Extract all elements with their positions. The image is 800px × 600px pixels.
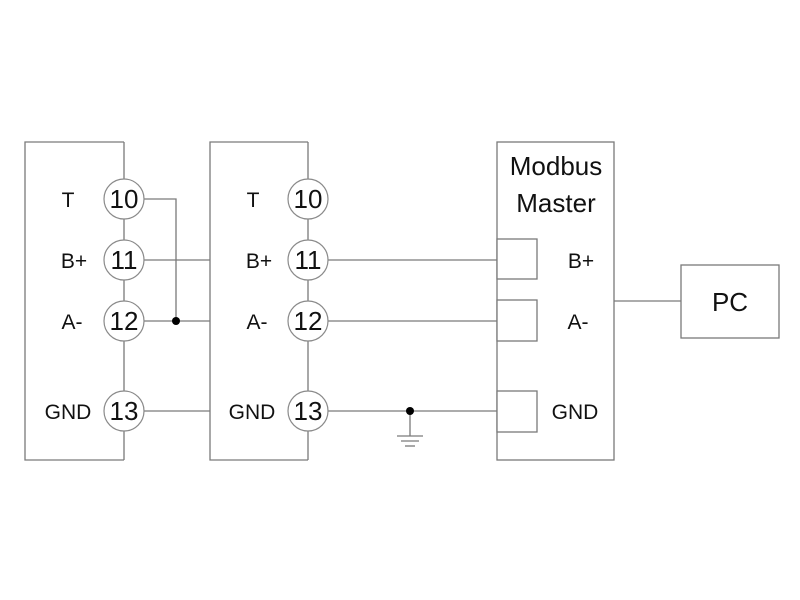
- terminal-circle: [287, 178, 329, 220]
- terminal-label: GND: [229, 401, 276, 424]
- termination-jumper-wire: [144, 198, 177, 321]
- terminal-circle: [103, 178, 145, 220]
- ground-icon: [397, 435, 423, 447]
- master-title-line-1: Modbus: [510, 151, 603, 181]
- wires: [144, 198, 681, 436]
- terminal-number: 11: [111, 245, 138, 275]
- junction-dot-ground: [406, 407, 414, 415]
- slave-2-terminals: 10 T 11 B+ 12 A- 13 GND: [229, 178, 329, 432]
- slave-1-outline: [24, 141, 124, 461]
- master-terminal-box: [496, 390, 538, 433]
- slave-1-terminals: 10 T 11 B+ 12 A- 13 GND: [45, 178, 145, 432]
- master-terminal-box: [496, 238, 538, 280]
- terminal-circle: [103, 300, 145, 342]
- terminal-label: A-: [247, 311, 268, 334]
- terminal-circle: [103, 390, 145, 432]
- terminal-number: 10: [110, 184, 139, 214]
- terminal-circle: [287, 239, 329, 281]
- terminal-label: T: [247, 189, 260, 212]
- pc-block: PC: [680, 264, 780, 339]
- terminal-number: 13: [294, 396, 323, 426]
- terminal-circle: [287, 300, 329, 342]
- terminal-number: 12: [110, 306, 139, 336]
- terminal-circle: [103, 239, 145, 281]
- terminal-label: T: [62, 189, 75, 212]
- terminal-label: A-: [62, 311, 83, 334]
- pc-outline: [680, 264, 780, 339]
- slave-2-outline: [209, 141, 308, 461]
- junction-dot-termination: [172, 317, 180, 325]
- terminal-number: 13: [110, 396, 139, 426]
- master-terminal-label: B+: [568, 250, 594, 273]
- terminal-number: 11: [295, 245, 322, 275]
- terminal-label: B+: [246, 250, 272, 273]
- master-title-line-2: Master: [516, 188, 596, 218]
- pc-label: PC: [712, 287, 748, 317]
- master-terminal-label: GND: [552, 401, 599, 424]
- master-terminal-box: [496, 299, 538, 342]
- master-terminal-label: A-: [568, 311, 589, 334]
- terminal-circle: [287, 390, 329, 432]
- terminal-number: 12: [294, 306, 323, 336]
- modbus-master: Modbus Master B+ A- GND: [496, 141, 615, 461]
- terminal-label: B+: [61, 250, 87, 273]
- terminal-number: 10: [294, 184, 323, 214]
- terminal-label: GND: [45, 401, 92, 424]
